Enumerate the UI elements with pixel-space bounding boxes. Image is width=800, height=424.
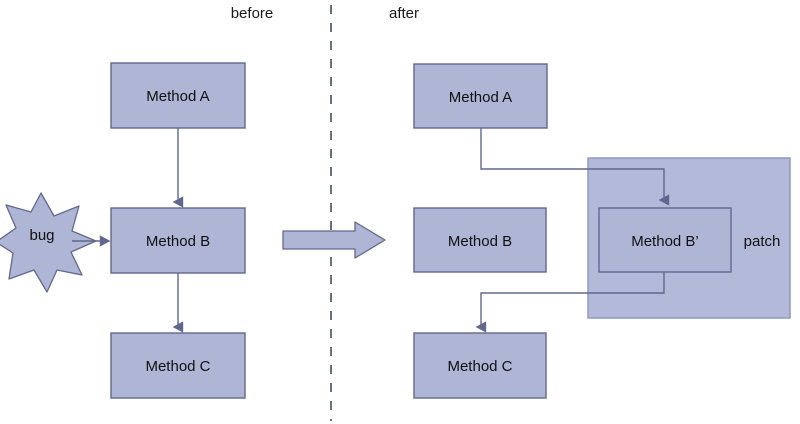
after-method-c-box[interactable]	[413, 332, 547, 399]
after-method-b-label: Method B	[447, 233, 513, 250]
after-method-c-label: Method C	[447, 358, 513, 375]
after-connector-bprime-to-c	[475, 272, 665, 333]
bug-star-shape[interactable]	[0, 192, 97, 293]
before-after-arrow	[282, 221, 386, 259]
before-method-b-label: Method B	[145, 233, 211, 250]
before-method-c-box[interactable]	[110, 332, 246, 399]
before-section-label: before	[230, 5, 274, 22]
after-method-a-label: Method A	[448, 89, 513, 106]
after-method-b-box[interactable]	[413, 207, 547, 273]
before-method-a-label: Method A	[146, 88, 210, 105]
after-connector-a-to-bprime	[480, 128, 670, 206]
after-method-b-prime-label: Method B’	[631, 233, 699, 250]
bug-label: bug	[29, 227, 55, 244]
after-section-label: after	[388, 5, 419, 22]
after-method-b-prime-box[interactable]	[598, 207, 732, 273]
patch-panel-label: patch	[743, 233, 781, 250]
before-method-b-box[interactable]	[110, 207, 246, 274]
before-method-c-label: Method C	[145, 358, 211, 375]
